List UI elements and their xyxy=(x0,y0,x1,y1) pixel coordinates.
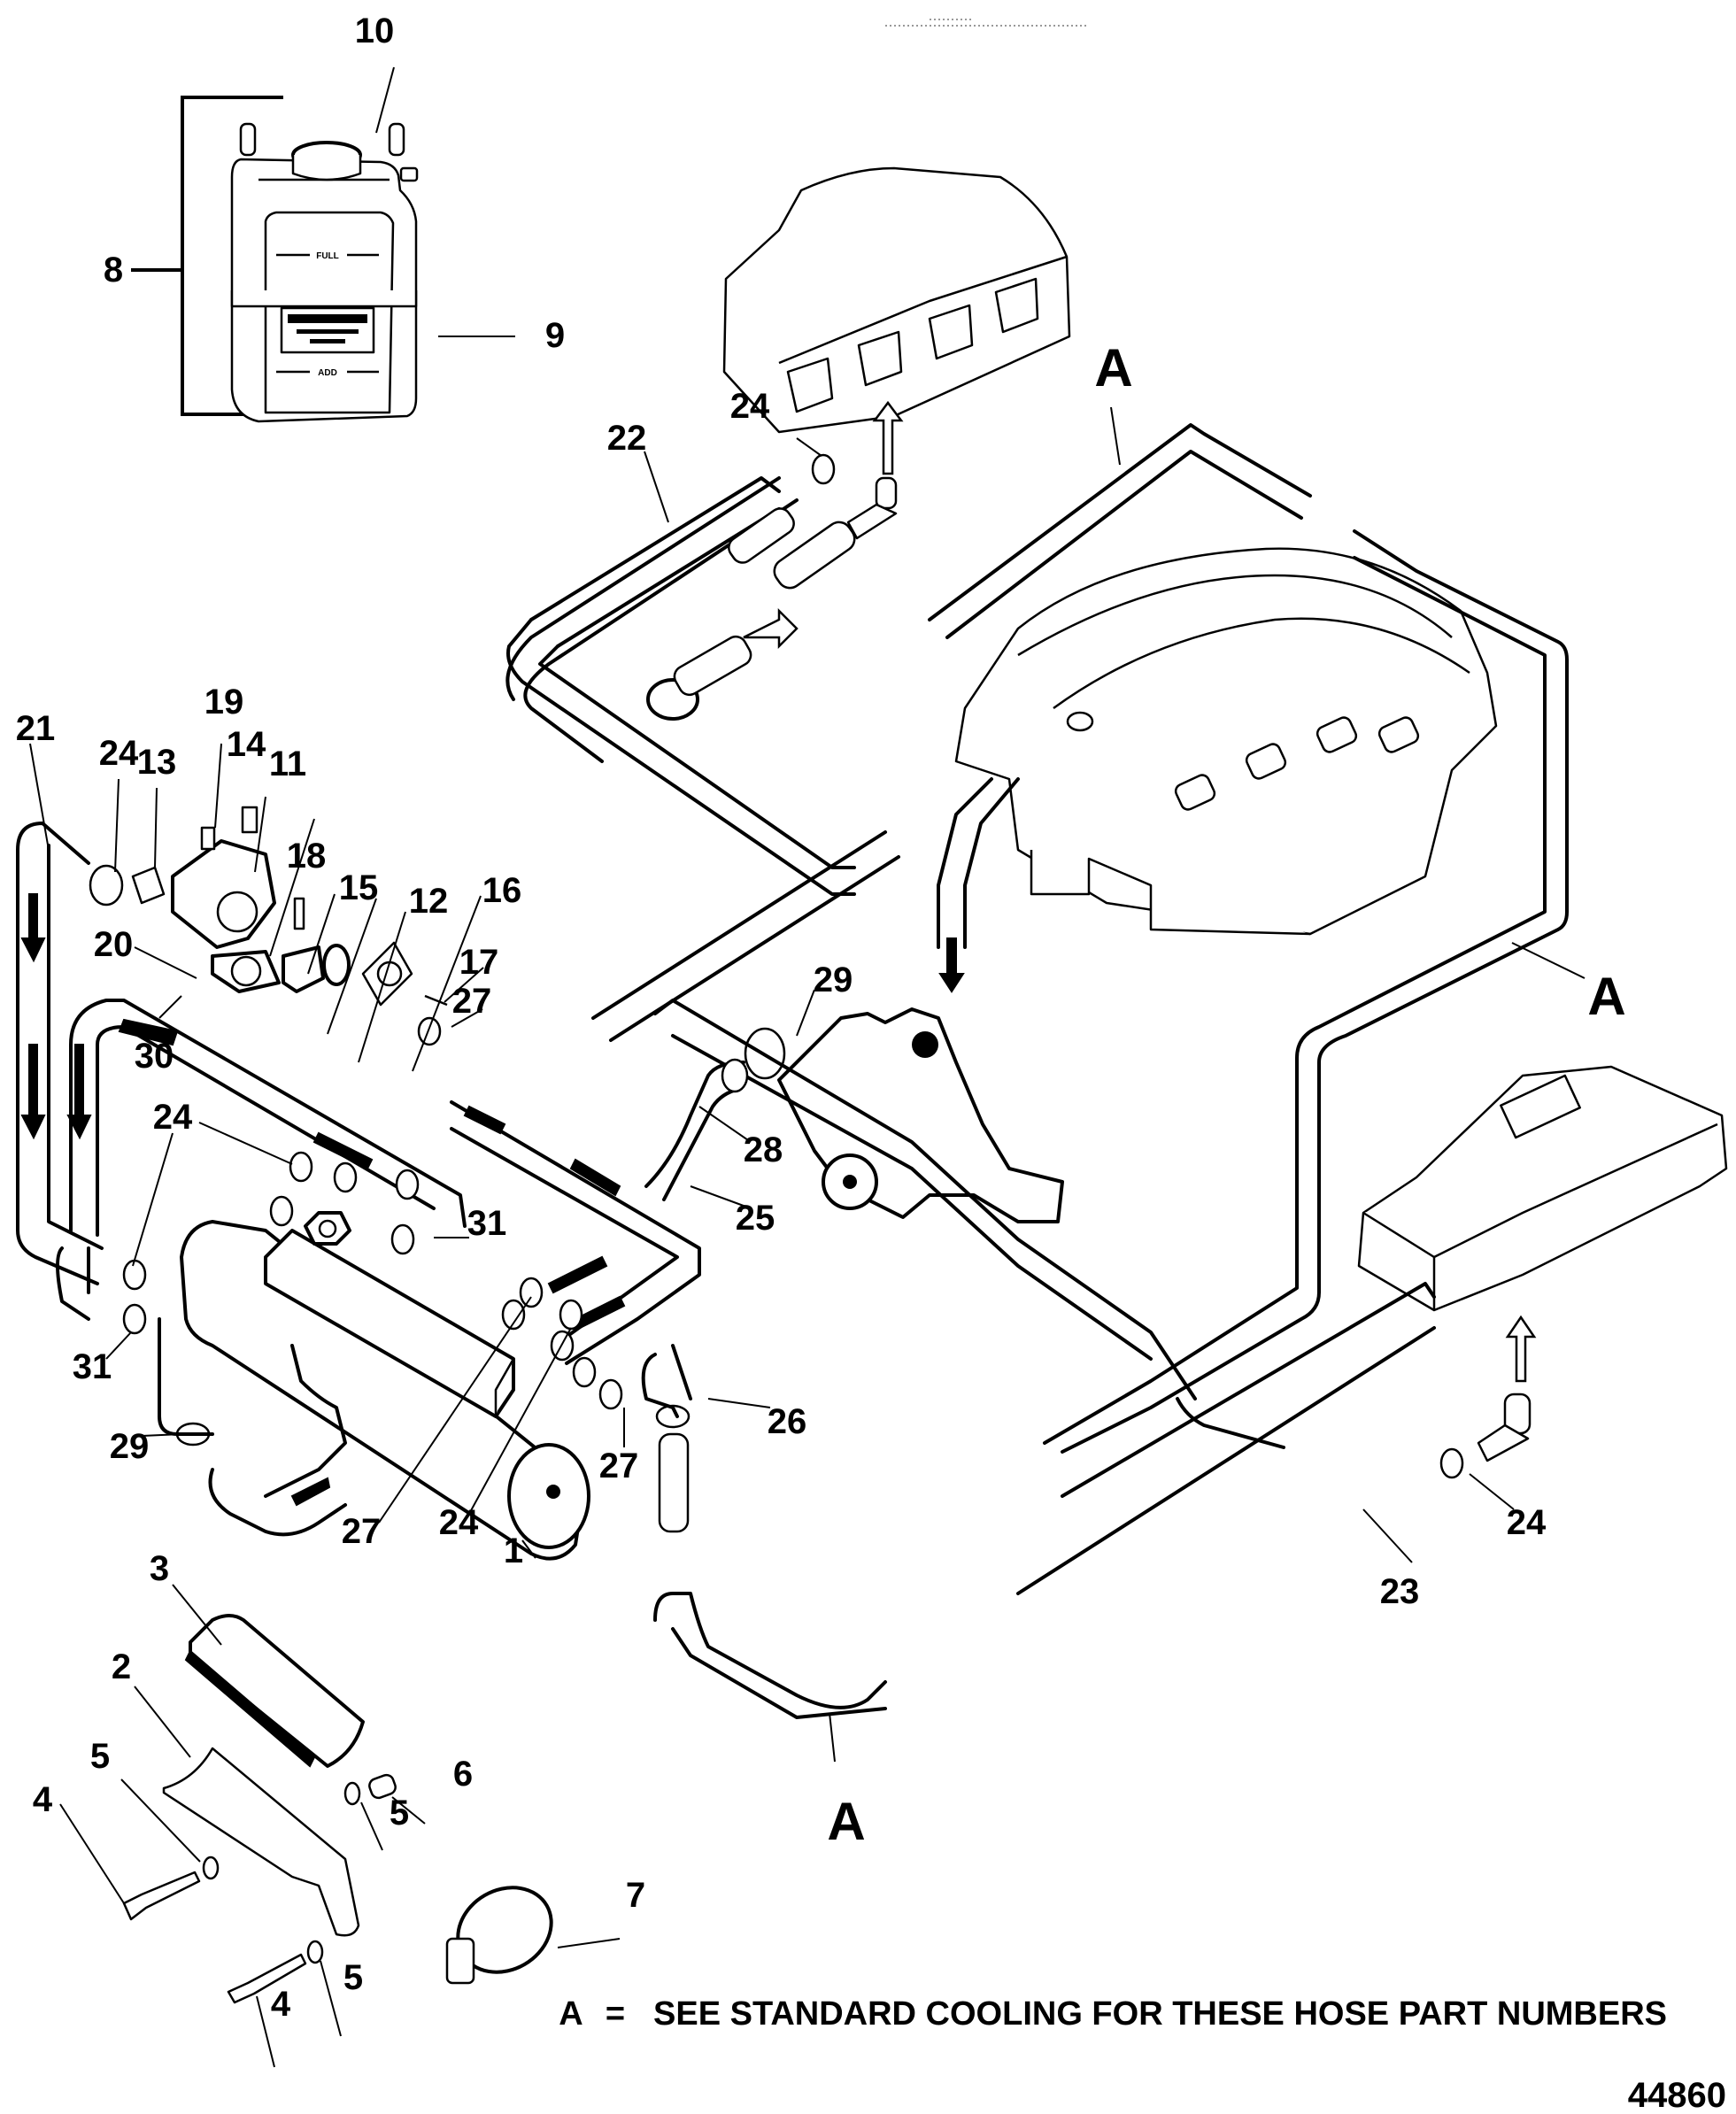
screw xyxy=(227,1953,307,2004)
callout-5: 5 xyxy=(343,1958,363,1997)
hose-clamp xyxy=(122,1303,147,1335)
hose-clamp xyxy=(559,1299,583,1331)
callout-6: 6 xyxy=(453,1755,473,1794)
callout-19: 19 xyxy=(204,683,244,721)
ref-a-right: A xyxy=(1587,967,1625,1026)
ref-a-bottom: A xyxy=(827,1792,865,1851)
hose-22-assembly xyxy=(505,437,856,763)
hose-30-25 xyxy=(69,999,752,1365)
thermostat xyxy=(282,945,325,993)
bracket-group xyxy=(59,1584,621,2068)
insulator xyxy=(189,1614,365,1768)
callout-11: 11 xyxy=(269,745,306,783)
callout-21: 21 xyxy=(16,709,56,748)
callout-28: 28 xyxy=(744,1130,783,1169)
heat-exchanger xyxy=(105,1122,1413,1563)
fitting xyxy=(131,866,166,905)
callout-29: 29 xyxy=(110,1427,150,1466)
screw xyxy=(122,1871,201,1921)
washer xyxy=(306,1940,324,1964)
figure-number: 44860 xyxy=(1628,2076,1726,2114)
seawater-pump xyxy=(744,989,1064,1223)
callout-14: 14 xyxy=(227,725,266,764)
callout-24: 24 xyxy=(153,1098,193,1137)
screw xyxy=(424,994,448,1007)
legend-equals: = xyxy=(606,1995,625,2033)
callout-2: 2 xyxy=(112,1647,131,1686)
callout-27: 27 xyxy=(599,1447,639,1485)
callout-12: 12 xyxy=(409,882,449,921)
engine-block xyxy=(937,547,1498,993)
spacer xyxy=(368,1773,397,1800)
callout-15: 15 xyxy=(339,868,379,907)
callout-5: 5 xyxy=(90,1737,110,1776)
callout-13: 13 xyxy=(137,743,177,782)
hose-clamp xyxy=(122,1259,147,1291)
bolt xyxy=(293,897,305,930)
hoses-standard-cooling xyxy=(506,423,1569,1719)
hose-clamp xyxy=(598,1378,623,1410)
callout-24: 24 xyxy=(439,1503,479,1542)
reservoir-bracket xyxy=(230,290,418,308)
callout-18: 18 xyxy=(287,837,327,876)
callout-31: 31 xyxy=(467,1204,507,1243)
hose-clamp xyxy=(811,453,836,485)
reservoir-full-mark: FULL xyxy=(316,251,339,261)
callout-3: 3 xyxy=(150,1549,169,1588)
hose-clamp xyxy=(1439,1447,1464,1479)
callout-8: 8 xyxy=(104,251,123,289)
plug xyxy=(200,826,216,851)
washer xyxy=(202,1856,220,1880)
washer xyxy=(343,1781,361,1806)
callout-22: 22 xyxy=(607,419,647,458)
hose-clamp xyxy=(390,1223,415,1255)
callout-5: 5 xyxy=(390,1794,409,1832)
plug xyxy=(241,806,258,834)
reference-letters: A A A xyxy=(827,338,1625,1851)
callout-9: 9 xyxy=(545,316,565,355)
callout-10: 10 xyxy=(355,12,395,50)
o-ring xyxy=(322,944,351,986)
callout-labels: 10 8 9 24 22 21 24 13 19 14 11 18 15 12 … xyxy=(16,12,1547,2024)
callout-31: 31 xyxy=(73,1347,112,1386)
hose-21 xyxy=(16,822,104,1321)
callout-20: 20 xyxy=(94,925,134,964)
exhaust-manifold xyxy=(722,166,1071,540)
callout-25: 25 xyxy=(736,1199,775,1238)
ref-a-top: A xyxy=(1094,338,1132,397)
hose-clamp xyxy=(289,1151,313,1183)
callout-1: 1 xyxy=(504,1531,523,1570)
callout-26: 26 xyxy=(768,1402,807,1441)
callout-27: 27 xyxy=(452,982,492,1021)
callout-23: 23 xyxy=(1380,1572,1420,1611)
legend-text: SEE STANDARD COOLING FOR THESE HOSE PART… xyxy=(653,1995,1667,2033)
callout-4: 4 xyxy=(271,1985,291,2024)
bracket xyxy=(162,1747,360,1937)
callout-4: 4 xyxy=(33,1780,53,1819)
reservoir-add-mark: ADD xyxy=(318,368,337,378)
callout-7: 7 xyxy=(626,1876,645,1915)
callout-27: 27 xyxy=(342,1512,382,1551)
hose-clamp xyxy=(519,1277,544,1308)
ref-a-leaders xyxy=(829,406,1586,1763)
reservoir-group-bracket xyxy=(181,96,283,416)
header-noise xyxy=(885,19,1089,27)
hose-clamp xyxy=(417,1016,442,1046)
callout-17: 17 xyxy=(459,943,499,982)
hose-clamp xyxy=(89,864,124,907)
callout-24: 24 xyxy=(1507,1503,1547,1542)
coolant-reservoir: FULL ADD xyxy=(131,66,515,423)
callout-29: 29 xyxy=(814,961,853,999)
legend-key: A xyxy=(559,1995,583,2033)
legend-note: A = SEE STANDARD COOLING FOR THESE HOSE … xyxy=(559,1995,1667,2033)
thermostat-group xyxy=(29,743,484,1072)
callout-24: 24 xyxy=(99,734,139,773)
callout-24: 24 xyxy=(730,387,770,426)
callout-30: 30 xyxy=(135,1037,174,1076)
aft-exhaust-elbow xyxy=(1357,1065,1728,1510)
callout-16: 16 xyxy=(482,871,522,910)
thermostat-housing xyxy=(171,839,276,949)
